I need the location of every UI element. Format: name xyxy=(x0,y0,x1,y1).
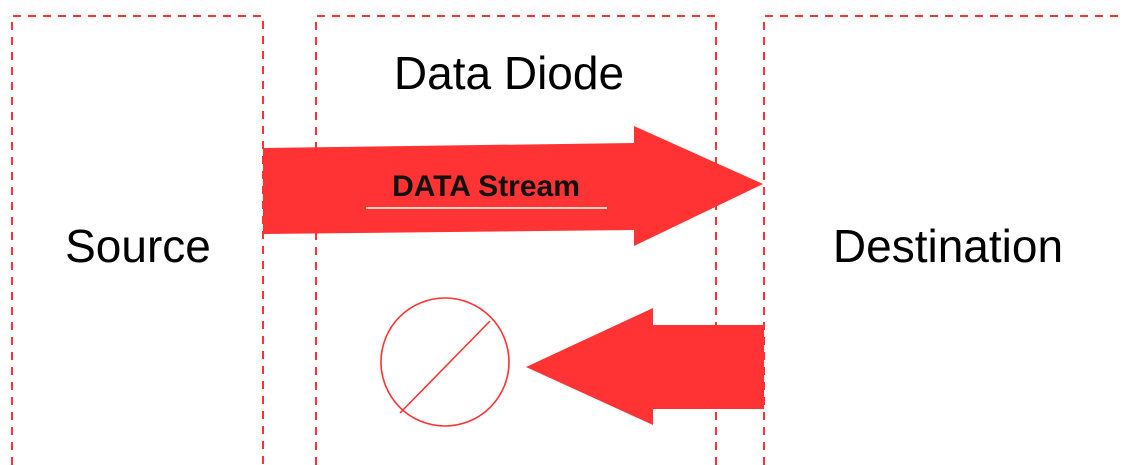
destination-zone: Destination xyxy=(763,15,1123,465)
reverse-arrow-shape xyxy=(526,308,764,425)
diode-zone: Data Diode xyxy=(315,15,717,465)
forward-data-stream-arrow: DATA Stream xyxy=(263,126,763,246)
data-stream-label: DATA Stream xyxy=(392,170,580,203)
source-label: Source xyxy=(65,220,211,272)
diode-zone-border xyxy=(315,15,717,465)
no-entry-circle xyxy=(380,297,510,427)
source-zone-border xyxy=(11,15,264,465)
reverse-flow-arrow xyxy=(526,308,764,425)
no-entry-slash xyxy=(399,320,491,414)
diode-label: Data Diode xyxy=(394,47,624,99)
destination-label: Destination xyxy=(833,220,1063,272)
source-zone: Source xyxy=(11,15,264,465)
forward-arrow-shape xyxy=(263,126,763,246)
no-entry-icon xyxy=(380,297,510,427)
